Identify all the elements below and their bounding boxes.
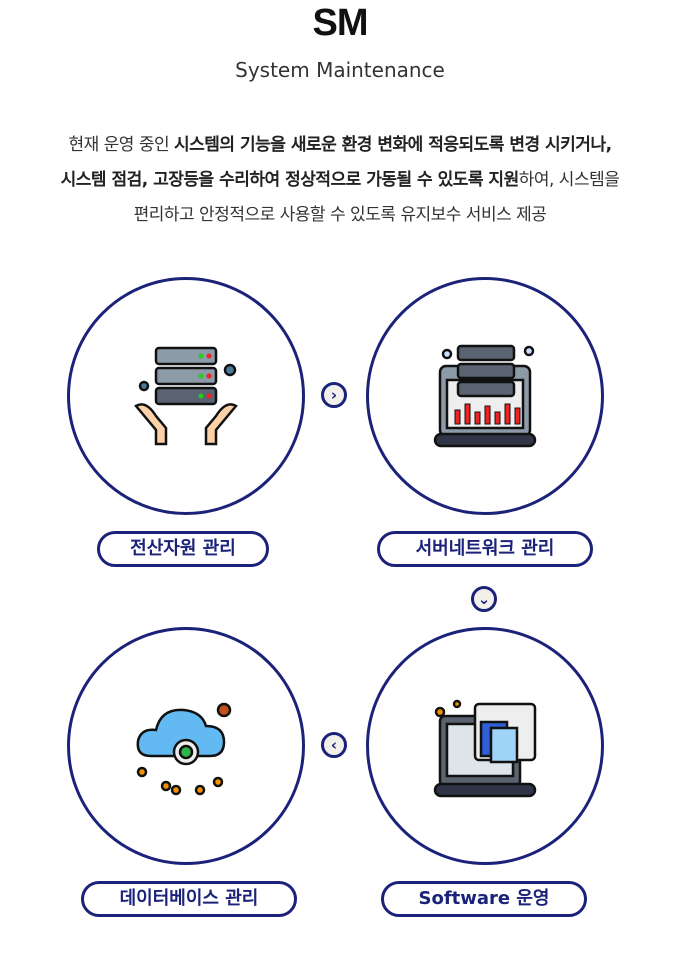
cloud-database-icon: [136, 702, 232, 796]
step-circle-resources: [67, 277, 305, 515]
desc-bold: 시스템 점검, 고장등을 수리하여 정상적으로 가동될 수 있도록 지원: [60, 170, 520, 190]
page-title: SM: [312, 2, 369, 44]
step-label-software[interactable]: Software 운영: [381, 881, 587, 917]
step-label-resources[interactable]: 전산자원 관리: [97, 531, 269, 567]
step-circle-database: [67, 627, 305, 865]
server-monitor-icon: [433, 344, 537, 448]
server-hands-icon: [134, 346, 238, 446]
desc-bold: 시스템의 기능을 새로운 환경 변화에 적응되도록 변경 시키거나,: [174, 135, 612, 155]
desc-text: 현재 운영 중인: [68, 135, 175, 155]
chevron-left-icon: ‹: [321, 732, 347, 758]
page-subtitle: System Maintenance: [235, 58, 445, 82]
chevron-down-icon: ⌄: [471, 586, 497, 612]
step-label-database[interactable]: 데이터베이스 관리: [81, 881, 297, 917]
step-circle-software: [366, 627, 604, 865]
step-circle-server: [366, 277, 604, 515]
step-label-server[interactable]: 서버네트워크 관리: [377, 531, 593, 567]
chevron-right-icon: ›: [321, 382, 347, 408]
desc-text: 편리하고 안정적으로 사용할 수 있도록 유지보수 서비스 제공: [133, 205, 547, 225]
description: 현재 운영 중인 시스템의 기능을 새로운 환경 변화에 적응되도록 변경 시키…: [0, 128, 680, 233]
software-laptop-icon: [433, 699, 537, 798]
desc-text: 하여, 시스템을: [518, 170, 620, 190]
